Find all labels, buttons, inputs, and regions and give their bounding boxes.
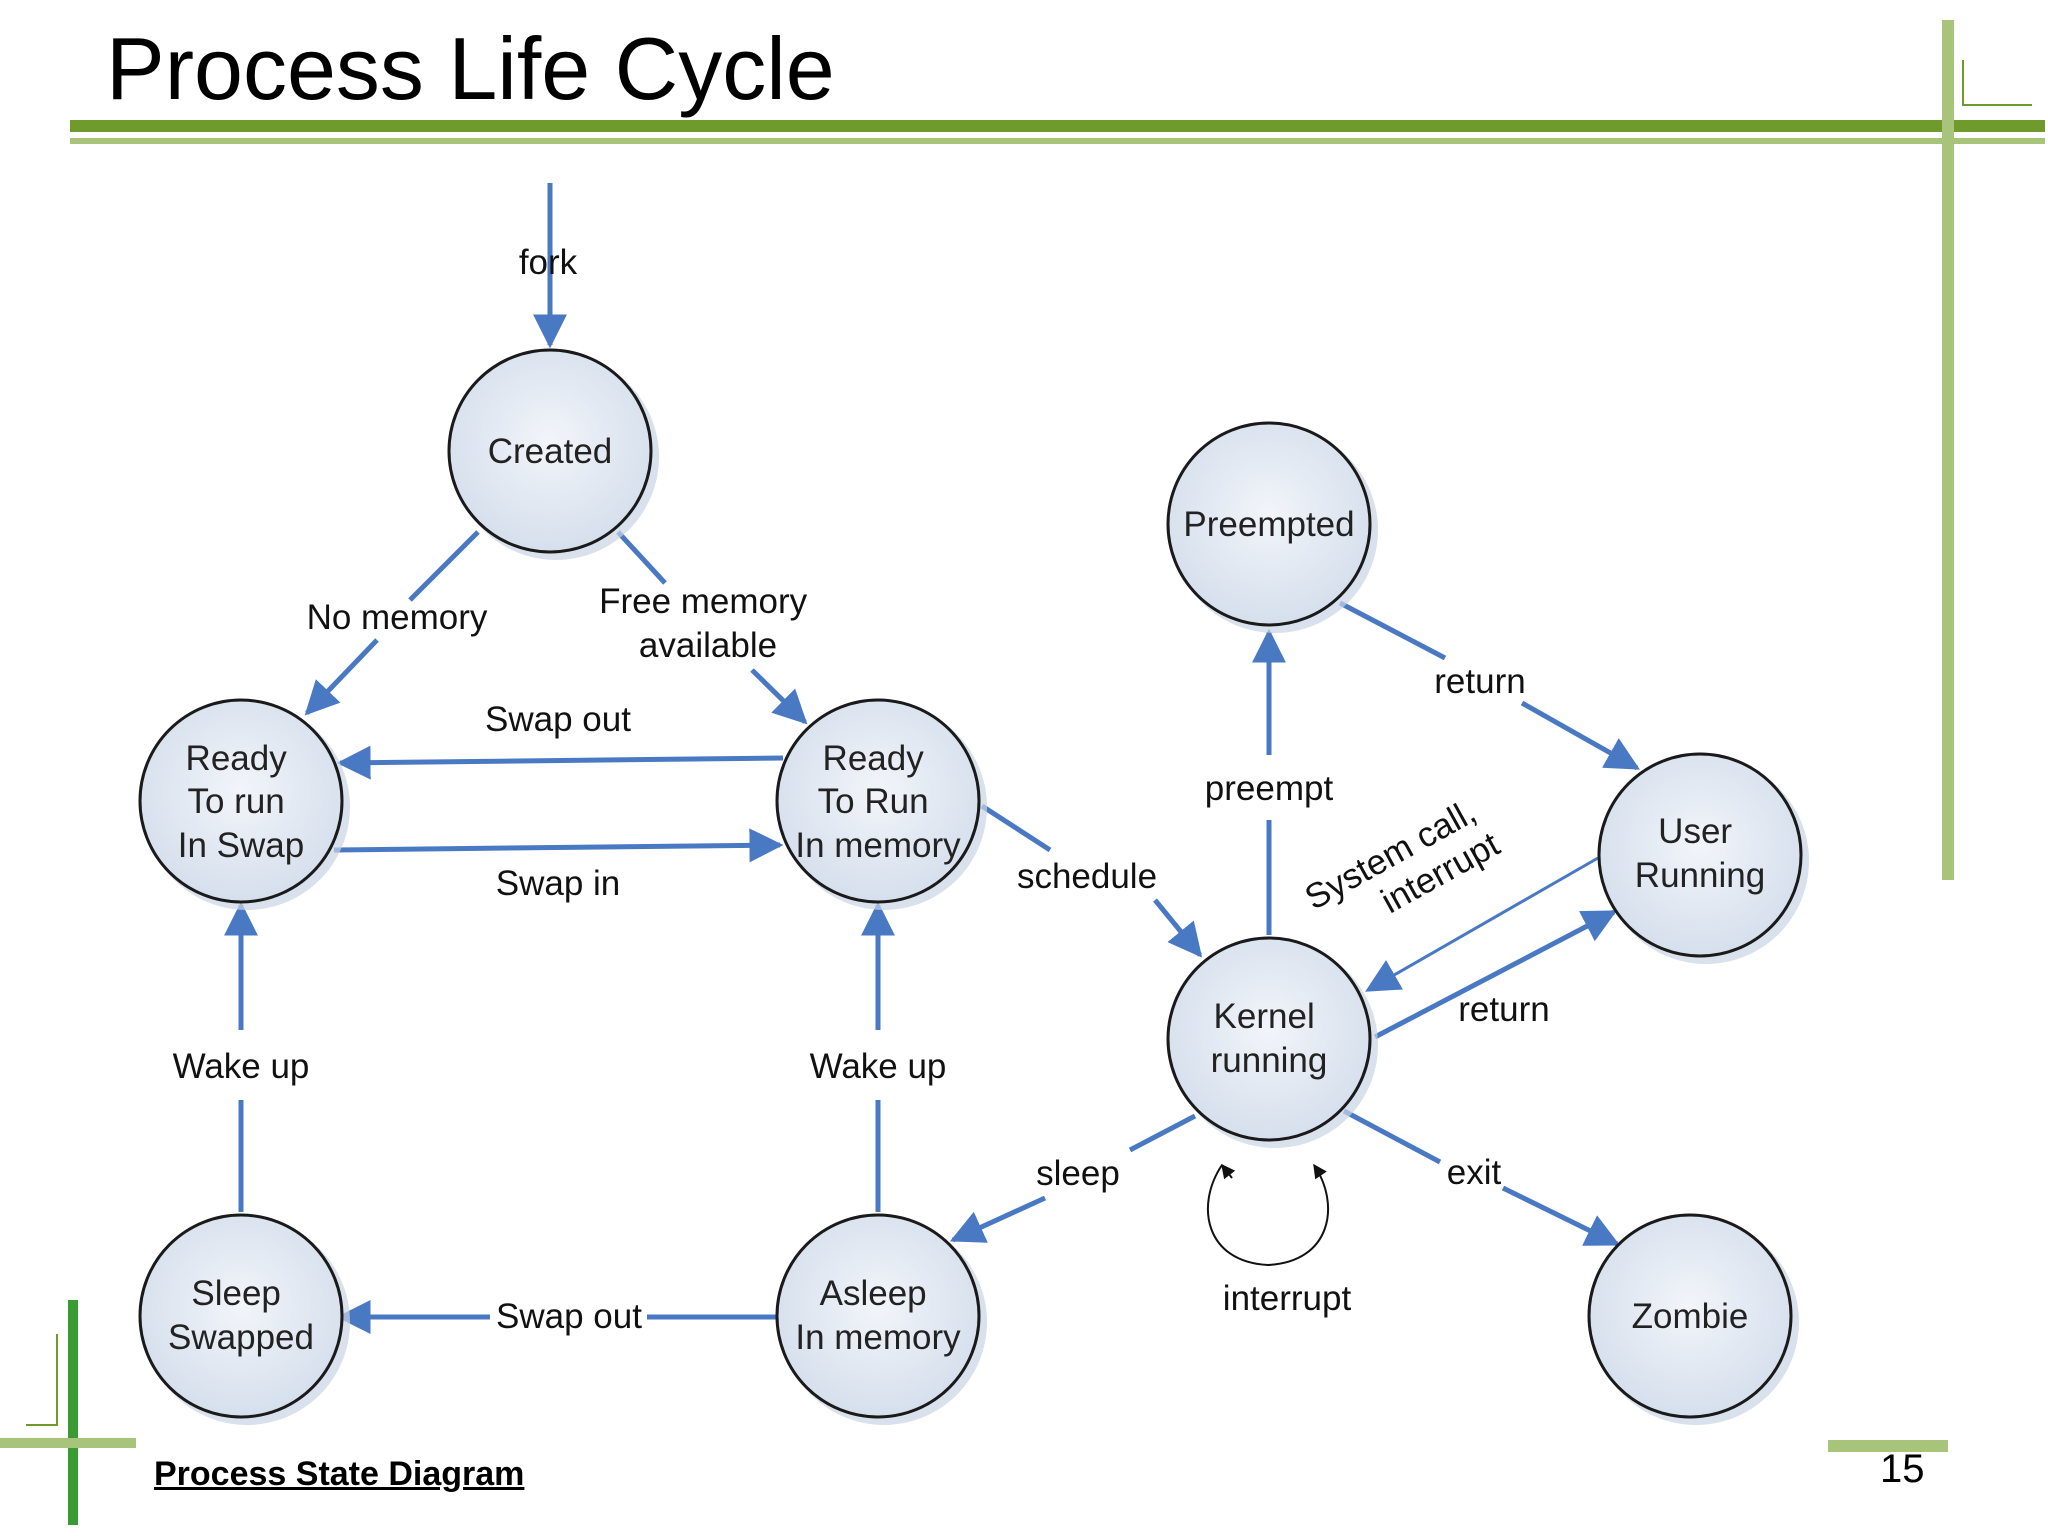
state-created-label: Created <box>488 432 613 471</box>
edge-sleep-lower <box>949 1195 1047 1243</box>
state-ready-swap-line-3: In Swap <box>178 826 304 865</box>
diagram-caption: Process State Diagram <box>154 1455 525 1493</box>
svg-text:Sleep Swapped: Sleep Swapped <box>168 1274 314 1357</box>
state-ready-to-run-in-swap: Ready To run In Swap <box>138 698 350 910</box>
label-return-top: return <box>1434 662 1525 701</box>
label-sleep: sleep <box>1036 1154 1120 1193</box>
state-created: Created <box>447 348 659 560</box>
state-kernel-running-line-1: Kernel <box>1214 997 1315 1036</box>
state-sleep-swapped-line-1: Sleep <box>191 1274 281 1313</box>
label-swap-out-bottom: Swap out <box>496 1297 642 1336</box>
state-ready-swap-line-1: Ready <box>186 739 288 778</box>
state-ready-memory-line-3: In memory <box>795 826 961 865</box>
label-no-memory: No memory <box>307 598 488 637</box>
label-free-memory-line-1: Free memory <box>599 582 808 621</box>
label-swap-out-top: Swap out <box>485 700 631 739</box>
svg-text:Ready To Run In me: Ready To Run In memory <box>795 739 961 865</box>
state-asleep-memory-line-1: Asleep <box>820 1274 927 1313</box>
label-swap-in: Swap in <box>496 864 621 903</box>
label-free-memory: Free memory available <box>599 582 817 665</box>
label-preempt: preempt <box>1205 769 1334 808</box>
edge-schedule-upper <box>980 803 1052 853</box>
svg-text:Ready To run In Sw: Ready To run In Swap <box>178 739 304 865</box>
edge-interrupt-loop <box>1206 1163 1330 1267</box>
label-schedule: schedule <box>1017 857 1157 896</box>
svg-text:Zombie: Zombie <box>1632 1297 1749 1336</box>
edge-swap-out-top <box>336 745 784 780</box>
state-sleep-swapped: Sleep Swapped <box>138 1213 350 1425</box>
label-exit: exit <box>1447 1153 1502 1192</box>
state-user-running-line-1: User <box>1658 812 1732 851</box>
svg-text:Created: Created <box>488 432 613 471</box>
state-ready-memory-line-1: Ready <box>823 739 925 778</box>
corner-mark-top-right <box>1962 60 2032 106</box>
slide-title: Process Life Cycle <box>106 19 835 118</box>
corner-mark-bottom-left <box>26 1334 58 1426</box>
state-sleep-swapped-line-2: Swapped <box>168 1318 314 1357</box>
edge-return-top-upper <box>1338 600 1447 661</box>
page-number: 15 <box>1880 1447 1925 1491</box>
state-preempted-label: Preempted <box>1183 505 1354 544</box>
label-interrupt: interrupt <box>1223 1279 1352 1318</box>
right-vertical-bar <box>1942 20 1954 880</box>
edge-no-memory-lower <box>304 638 379 716</box>
state-kernel-running-line-2: running <box>1211 1041 1328 1080</box>
label-wake-up-left: Wake up <box>173 1047 310 1086</box>
edge-sleep-upper <box>1128 1113 1197 1153</box>
edge-free-memory-upper <box>616 530 667 585</box>
edge-exit-upper <box>1342 1108 1442 1165</box>
state-zombie: Zombie <box>1587 1213 1799 1425</box>
label-wake-up-mid: Wake up <box>810 1047 947 1086</box>
svg-text:User Running: User Running <box>1635 812 1765 895</box>
title-rule <box>70 120 2045 132</box>
state-ready-to-run-in-memory: Ready To Run In memory <box>775 698 987 910</box>
edge-system-call <box>1365 856 1599 992</box>
edge-exit-lower <box>1501 1185 1621 1247</box>
edge-swap-in <box>333 828 784 863</box>
state-ready-memory-line-2: To Run <box>818 782 929 821</box>
svg-text:Kernel running: Kernel running <box>1211 997 1328 1080</box>
state-user-running-line-2: Running <box>1635 856 1765 895</box>
edge-no-memory-upper <box>408 530 480 602</box>
edge-return-top-lower <box>1520 700 1640 771</box>
state-ready-swap-line-2: To run <box>187 782 284 821</box>
label-free-memory-line-2: available <box>639 626 777 665</box>
label-return-bottom: return <box>1458 990 1549 1029</box>
edge-interrupt-loop-start <box>1221 1163 1236 1180</box>
bottom-left-vertical-bar <box>68 1300 78 1525</box>
title-rule-light <box>70 138 2045 144</box>
state-preempted: Preempted <box>1166 421 1378 633</box>
state-asleep-in-memory: Asleep In memory <box>775 1213 987 1425</box>
state-asleep-memory-line-2: In memory <box>795 1318 961 1357</box>
edge-schedule-lower <box>1153 898 1203 958</box>
svg-text:Preempted: Preempted <box>1183 505 1354 544</box>
label-fork: fork <box>519 243 578 282</box>
edge-free-memory-lower <box>750 668 808 725</box>
state-user-running: User Running <box>1597 752 1809 964</box>
svg-text:Asleep In memory: Asleep In memory <box>795 1274 961 1357</box>
bottom-right-bar <box>1828 1440 1948 1452</box>
state-zombie-label: Zombie <box>1632 1297 1749 1336</box>
bottom-left-horizontal-bar <box>0 1438 136 1448</box>
state-kernel-running: Kernel running <box>1166 936 1378 1148</box>
edge-return-bottom <box>1373 909 1618 1040</box>
